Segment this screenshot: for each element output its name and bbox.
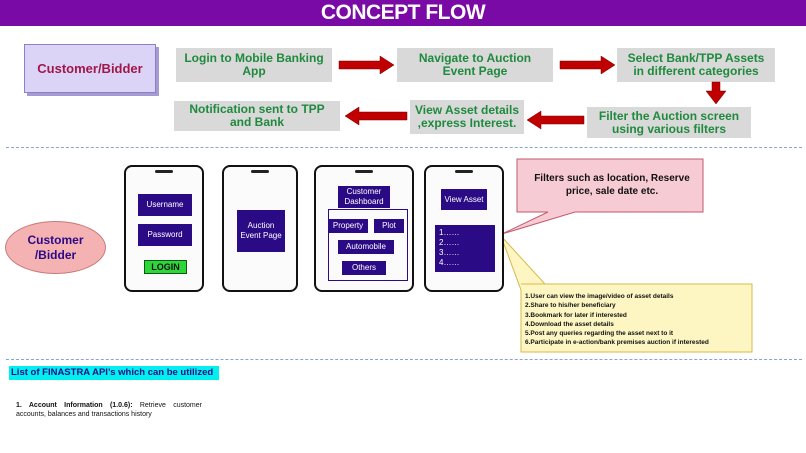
category-automobile: Automobile <box>338 240 394 254</box>
filters-callout <box>501 158 704 235</box>
phone-auction-screen: Auction Event Page <box>222 165 298 292</box>
phone-notch <box>355 170 373 173</box>
password-field: Password <box>138 224 192 246</box>
asset-list-item: 1…… <box>439 228 460 237</box>
feature-item: 5.Post any queries regarding the asset n… <box>525 330 674 338</box>
feature-item: 6.Participate in e-action/bank premises … <box>525 339 709 347</box>
step-filter: Filter the Auction screen using various … <box>587 107 751 138</box>
step-navigate: Navigate to Auction Event Page <box>397 48 553 82</box>
asset-list-item: 2…… <box>439 238 460 247</box>
divider-top <box>6 147 802 148</box>
filters-callout-text: Filters such as location, Reserve price,… <box>534 173 690 197</box>
flow-arrows <box>338 55 727 130</box>
feature-item: 4.Download the asset details <box>525 320 614 328</box>
title-bar <box>0 0 806 26</box>
phone-view-asset-screen: View Asset 1…… 2…… 3…… 4…… <box>424 165 504 292</box>
view-asset-button: View Asset <box>441 189 487 210</box>
category-outline <box>328 209 408 281</box>
phone-notch <box>155 170 173 173</box>
api-item: 1. Account Information (1.0.6): Retrieve… <box>16 401 202 419</box>
divider-bottom <box>6 359 802 360</box>
arrow-right-2 <box>559 55 616 75</box>
features-callout <box>500 235 753 353</box>
feature-item: 2.Share to his/her beneficiary <box>525 302 616 310</box>
arrow-left-1 <box>526 110 585 130</box>
phone-dashboard-screen: Customer Dashboard Property Plot Automob… <box>314 165 414 292</box>
arrow-left-2 <box>344 106 408 126</box>
feature-item: 3.Bookmark for later if interested <box>525 311 627 319</box>
category-others: Others <box>342 261 386 275</box>
category-plot: Plot <box>374 219 404 233</box>
step-login: Login to Mobile Banking App <box>176 48 332 82</box>
asset-list: 1…… 2…… 3…… 4…… <box>435 225 495 272</box>
step-notification: Notification sent to TPP and Bank <box>174 101 340 131</box>
actor-box: Customer/Bidder <box>24 44 156 93</box>
api-list-heading: List of FINASTRA API’s which can be util… <box>9 366 220 380</box>
phone-login-screen: Username Password LOGIN <box>124 165 204 292</box>
actor-oval: Customer /Bidder <box>5 221 106 274</box>
api-item-description: Retrieve customer accounts, balances and… <box>16 402 202 418</box>
page-title: CONCEPT FLOW <box>320 1 486 24</box>
username-field: Username <box>138 194 192 216</box>
step-select-assets: Select Bank/TPP Assets in different cate… <box>617 48 775 82</box>
arrow-right-1 <box>338 55 395 75</box>
step-view-asset: View Asset details ,express Interest. <box>410 100 524 134</box>
customer-dashboard: Customer Dashboard <box>338 186 390 208</box>
phone-notch <box>455 170 473 173</box>
category-property: Property <box>328 219 368 233</box>
login-button: LOGIN <box>144 260 187 274</box>
feature-item: 1.User can view the image/video of asset… <box>525 293 674 300</box>
arrow-down <box>705 81 727 105</box>
asset-list-item: 4…… <box>439 258 460 267</box>
asset-list-item: 3…… <box>439 248 460 257</box>
api-item-heading: 1. Account Information (1.0.6): <box>16 402 133 409</box>
features-list: 1.User can view the image/video of asset… <box>525 292 751 348</box>
phone-notch <box>251 170 269 173</box>
auction-event-tile: Auction Event Page <box>237 210 285 252</box>
